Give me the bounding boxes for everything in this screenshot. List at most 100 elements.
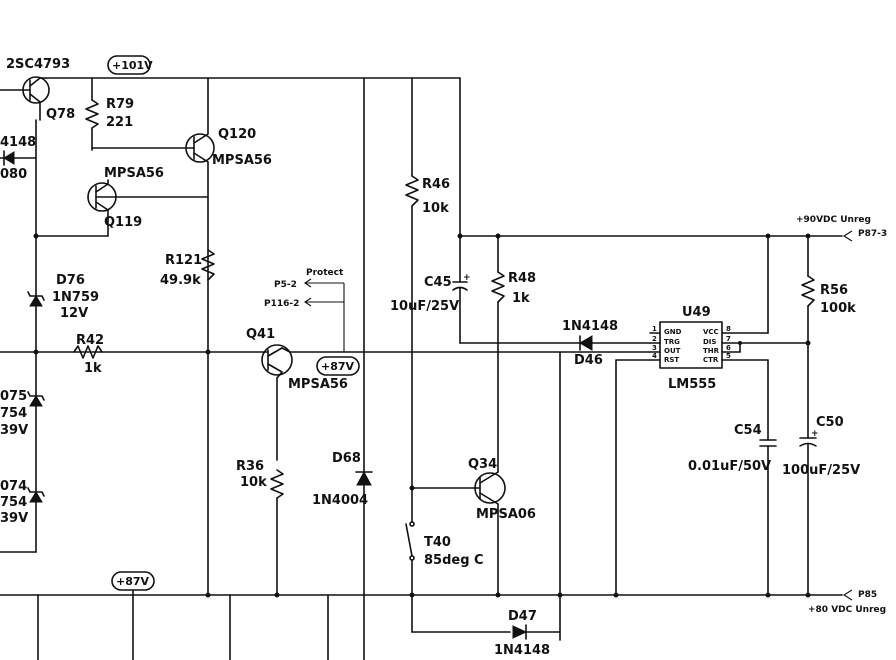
q119-part-label: MPSA56 <box>104 166 164 181</box>
u49-pin3-num: 3 <box>652 344 657 352</box>
r42-value-label: 1k <box>84 361 102 376</box>
resistor-r121: R121 49.9k <box>160 249 215 288</box>
u49-part-label: LM555 <box>668 377 716 392</box>
d75-ref-label: 075 <box>0 389 27 404</box>
resistor-r36: R36 10k <box>236 459 284 596</box>
t40-spec-label: 85deg C <box>424 553 484 568</box>
d76-ref-label: D76 <box>56 273 85 288</box>
r48-ref-label: R48 <box>508 271 536 286</box>
p116-2-label: P116-2 <box>264 299 299 309</box>
protect-label: Protect <box>306 268 344 278</box>
r36-ref-label: R36 <box>236 459 264 474</box>
net-flag-101v: +101V <box>107 55 153 75</box>
d47-part-label: 1N4148 <box>494 643 550 658</box>
r56-value-label: 100k <box>820 301 856 316</box>
transistor-q78: 2SC4793 Q78 <box>0 57 75 122</box>
zener-d74: 074 754 39V <box>0 479 45 526</box>
net-101v-label: +101V <box>112 59 153 72</box>
diode-d68: D68 1N4004 <box>312 451 373 508</box>
q78-ref-label: Q78 <box>46 107 75 122</box>
u49-pin1-name: GND <box>664 328 682 336</box>
q120-part-label: MPSA56 <box>212 153 272 168</box>
capacitor-c50: + C50 100uF/25V <box>782 415 860 478</box>
c50-ref-label: C50 <box>816 415 844 430</box>
r42-ref-label: R42 <box>76 333 104 348</box>
d68-part-label: 1N4004 <box>312 493 368 508</box>
transistor-q34: Q34 MPSA06 <box>468 457 536 522</box>
q34-part-label: MPSA06 <box>476 507 536 522</box>
d74-part-label: 754 <box>0 495 27 510</box>
d47-ref-label: D47 <box>508 609 537 624</box>
net-90vdc-label: +90VDC Unreg <box>796 215 871 225</box>
u49-pin7-num: 7 <box>726 335 731 343</box>
c45-value-label: 10uF/25V <box>390 299 459 314</box>
p5-2-label: P5-2 <box>274 280 297 290</box>
q34-ref-label: Q34 <box>468 457 497 472</box>
capacitor-c45: + C45 10uF/25V <box>390 273 471 314</box>
capacitor-c54: C54 0.01uF/50V <box>688 423 777 474</box>
u49-pin5-name: CTR <box>703 356 719 364</box>
resistor-r46: R46 10k <box>405 175 450 216</box>
diode-d47: D47 1N4148 <box>494 609 561 658</box>
d74-ref-label: 074 <box>0 479 27 494</box>
protect-connectors: Protect P5-2 P116-2 <box>264 268 345 352</box>
transistor-q119: MPSA56 Q119 <box>87 166 209 237</box>
thermal-switch-t40: T40 85deg C <box>405 521 484 568</box>
r46-value-label: 10k <box>422 201 449 216</box>
q41-ref-label: Q41 <box>246 327 275 342</box>
u49-pin7-name: DIS <box>703 338 716 346</box>
q119-ref-label: Q119 <box>104 215 142 230</box>
r56-ref-label: R56 <box>820 283 848 298</box>
c54-ref-label: C54 <box>734 423 762 438</box>
r46-ref-label: R46 <box>422 177 450 192</box>
d74-voltage-label: 39V <box>0 511 28 526</box>
net-80vdc-label: +80 VDC Unreg <box>808 605 886 615</box>
ic-u49-lm555: 1 2 3 4 GND TRG OUT RST 8 7 6 5 VCC DIS … <box>649 305 809 392</box>
resistor-r56: R56 100k <box>801 275 856 316</box>
u49-ref-label: U49 <box>682 305 711 320</box>
r121-ref-label: R121 <box>165 253 202 268</box>
c50-value-label: 100uF/25V <box>782 463 860 478</box>
svg-text:+: + <box>811 429 819 439</box>
c45-ref-label: C45 <box>424 275 452 290</box>
net-p87-3-label: P87-3 <box>858 229 887 239</box>
d76-voltage-label: 12V <box>60 306 88 321</box>
u49-pin4-num: 4 <box>652 352 657 360</box>
net-87v-mid-label: +87V <box>321 360 355 373</box>
u49-pin1-num: 1 <box>652 325 657 333</box>
d68-ref-label: D68 <box>332 451 361 466</box>
r79-value-label: 221 <box>106 115 133 130</box>
u49-pin2-num: 2 <box>652 335 657 343</box>
u49-pin6-num: 6 <box>726 344 731 352</box>
r36-value-label: 10k <box>240 475 267 490</box>
u49-pin4-name: RST <box>664 356 679 364</box>
net-flag-87v-bottom: +87V <box>111 571 155 591</box>
net-flag-87v-mid: +87V <box>316 356 360 376</box>
u49-pin5-num: 5 <box>726 352 731 360</box>
r121-value-label: 49.9k <box>160 273 201 288</box>
svg-text:+: + <box>463 273 471 283</box>
zener-d75: 075 754 39V <box>0 389 45 438</box>
diode-left-ref: 080 <box>0 167 27 182</box>
d75-part-label: 754 <box>0 406 27 421</box>
diode-d46: 1N4148 D46 <box>562 319 618 368</box>
u49-pin8-name: VCC <box>703 328 719 336</box>
q41-part-label: MPSA56 <box>288 377 348 392</box>
r48-value-label: 1k <box>512 291 530 306</box>
u49-pin8-num: 8 <box>726 325 731 333</box>
d46-part-label: 1N4148 <box>562 319 618 334</box>
d46-ref-label: D46 <box>574 353 603 368</box>
transistor-q120: Q120 MPSA56 <box>91 77 272 168</box>
diode-left-part: 4148 <box>0 135 36 150</box>
d75-voltage-label: 39V <box>0 423 28 438</box>
r79-ref-label: R79 <box>106 97 134 112</box>
zener-d76: D76 1N759 12V <box>27 273 99 321</box>
u49-pin3-name: OUT <box>664 347 681 355</box>
resistor-r48: R48 1k <box>491 271 536 306</box>
u49-pin6-name: THR <box>703 347 720 355</box>
q78-part-label: 2SC4793 <box>6 57 70 72</box>
c54-value-label: 0.01uF/50V <box>688 459 771 474</box>
t40-ref-label: T40 <box>424 535 451 550</box>
d76-part-label: 1N759 <box>52 290 99 305</box>
